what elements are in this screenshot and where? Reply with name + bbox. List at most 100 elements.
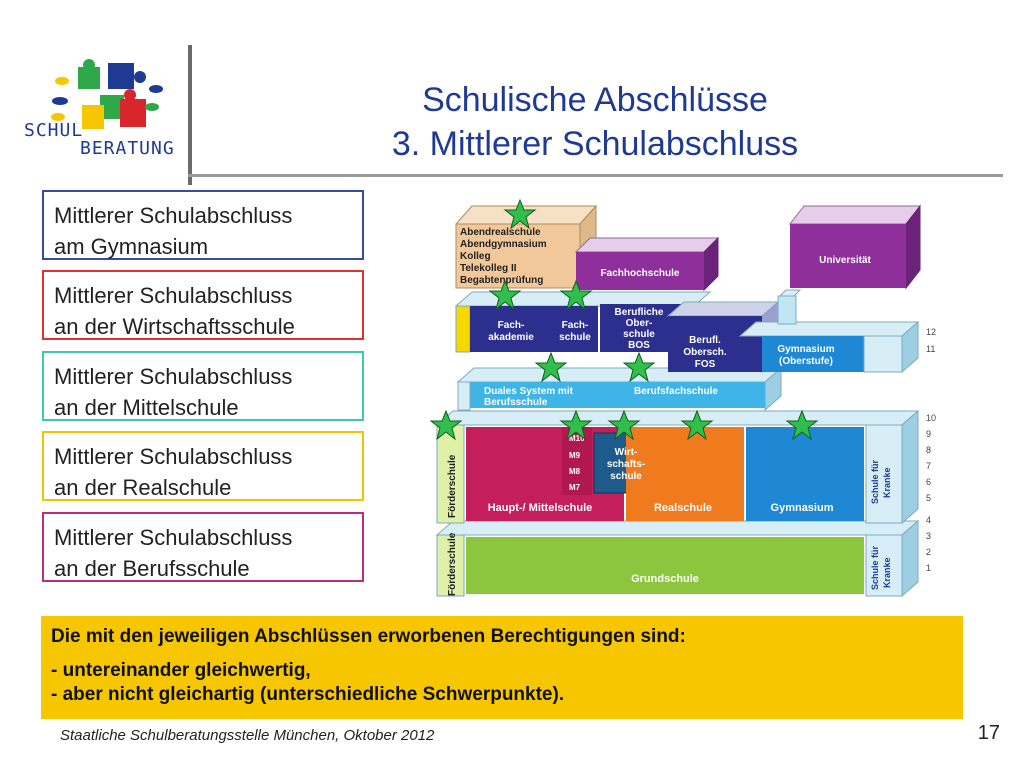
- universitaet-top: [788, 205, 922, 225]
- box-realschule: Mittlerer Schulabschluss an der Realschu…: [42, 431, 364, 501]
- info-note: Die mit den jeweiligen Abschlüssen erwor…: [41, 616, 963, 719]
- box-line-2: an der Wirtschaftsschule: [54, 314, 295, 339]
- fachakademie-label-1: Fach-: [498, 320, 525, 331]
- puzzle-logo-icon: [51, 59, 163, 129]
- foerderschule-lower-label: Förderschule: [447, 532, 458, 596]
- fachakademie-block: [470, 306, 552, 352]
- schule-kranke-lower-label-1: Schule für: [870, 545, 880, 590]
- box-line-1: Mittlerer Schulabschluss: [54, 364, 293, 389]
- box-line-2: an der Realschule: [54, 475, 232, 500]
- universitaet-label: Universität: [819, 255, 871, 266]
- note-line-3: - aber nicht gleichartig (unterschiedlic…: [51, 684, 565, 705]
- grundschule-label: Grundschule: [631, 573, 699, 585]
- gym-oberstufe-block: [762, 336, 864, 372]
- duales-label-2: Berufsschule: [484, 397, 548, 408]
- abend-block: [455, 223, 581, 289]
- grade-9: 9: [926, 429, 931, 439]
- m-level-8: M8: [569, 467, 581, 476]
- duales-edge: [457, 381, 471, 411]
- fos-top: [666, 301, 780, 317]
- bos-label-2: Ober-: [626, 318, 653, 329]
- fachhochschule-label: Fachhochschule: [601, 268, 680, 279]
- box-line-1: Mittlerer Schulabschluss: [54, 444, 293, 469]
- gym-oberstufe-label-1: Gymnasium: [777, 344, 834, 355]
- haupt-mittelschule-label: Haupt-/ Mittelschule: [488, 502, 593, 514]
- grundschule-side: [901, 519, 919, 598]
- box-wirtschaftsschule: Mittlerer Schulabschluss an der Wirtscha…: [42, 270, 364, 340]
- grade-10: 10: [926, 413, 936, 423]
- foerderschule-upper-label: Förderschule: [447, 454, 458, 518]
- fachschule-label-2: schule: [559, 332, 591, 343]
- fos-block: [668, 316, 762, 372]
- page-number: 17: [977, 722, 1000, 744]
- duales-label-1: Duales System mit: [484, 386, 574, 397]
- foerderschule-lower: [436, 534, 465, 597]
- gym-oberstufe-label-2: (Oberstufe): [779, 356, 833, 367]
- logo: [20, 55, 180, 165]
- wirtschaftsschule-label-2: schafts-: [607, 459, 645, 470]
- box-line-2: an der Mittelschule: [54, 395, 239, 420]
- fachhochschule-block: [576, 252, 704, 290]
- gym-oberstufe-top: [738, 321, 920, 337]
- school-system-diagram: Grundschule Förderschule Schule für Kran…: [430, 199, 936, 598]
- title-line-2: 3. Mittlerer Schulabschluss: [391, 125, 799, 163]
- bos-label-4: BOS: [628, 340, 650, 351]
- logo-text-beratung: BERATUNG: [80, 138, 175, 159]
- grundschule-block: [466, 537, 864, 594]
- title-divider-vertical: [188, 45, 192, 185]
- fachakademie-label-2: akademie: [488, 332, 534, 343]
- middle-row-side: [901, 409, 919, 525]
- box-gymnasium: Mittlerer Schulabschluss am Gymnasium: [42, 190, 364, 260]
- box-line-2: an der Berufsschule: [54, 556, 250, 581]
- schule-kranke-upper-label-2: Kranke: [882, 467, 892, 498]
- fos-label-1: Berufl.: [689, 335, 721, 346]
- upper-right-stub-top: [778, 289, 802, 297]
- grade-2: 2: [926, 547, 931, 557]
- fachschule-label-1: Fach-: [562, 320, 589, 331]
- schule-kranke-lower-label-2: Kranke: [882, 557, 892, 588]
- wirtschaftsschule-label-3: schule: [610, 471, 642, 482]
- wirtschaftsschule-label-1: Wirt-: [615, 447, 638, 458]
- bos-label-1: Berufliche: [615, 307, 664, 318]
- fos-label-3: FOS: [695, 359, 716, 370]
- box-line-2: am Gymnasium: [54, 234, 209, 259]
- schule-kranke-upper-label-1: Schule für: [870, 459, 880, 504]
- footer-text: Staatliche Schulberatungsstelle München,…: [60, 727, 435, 744]
- grade-8: 8: [926, 445, 931, 455]
- grade-4: 4: [926, 515, 931, 525]
- grundschule-top: [435, 520, 920, 536]
- logo-text-schul: SCHUL: [24, 120, 84, 141]
- fos-label-2: Obersch.: [683, 347, 727, 358]
- fachhochschule-top: [574, 237, 720, 253]
- box-line-1: Mittlerer Schulabschluss: [54, 203, 293, 228]
- realschule-block: [626, 427, 744, 521]
- grade-6: 6: [926, 477, 931, 487]
- gymnasium-block: [746, 427, 864, 521]
- foerderschule-upper: [436, 424, 465, 524]
- schule-kranke-upper: [865, 424, 903, 524]
- abend-label-3: Kolleg: [460, 251, 491, 262]
- schule-kranke-lower: [865, 534, 903, 597]
- page-title: Schulische Abschlüsse 3. Mittlerer Schul…: [300, 78, 890, 166]
- title-divider-horizontal: [188, 174, 1003, 177]
- note-line-1: Die mit den jeweiligen Abschlüssen erwor…: [51, 626, 686, 647]
- grade-11: 11: [926, 344, 935, 354]
- box-line-1: Mittlerer Schulabschluss: [54, 283, 293, 308]
- upper-right-stub: [777, 295, 797, 325]
- grade-1: 1: [926, 563, 931, 573]
- realschule-label: Realschule: [654, 502, 712, 514]
- grade-12: 12: [926, 327, 936, 337]
- upper-row-edge: [455, 305, 471, 353]
- berufsfachschule-block: [626, 382, 765, 408]
- universitaet-block: [790, 224, 906, 288]
- abend-label-1: Abendrealschule: [460, 227, 541, 238]
- title-line-1: Schulische Abschlüsse: [422, 81, 768, 119]
- m-level-9: M9: [569, 451, 581, 460]
- m-level-10: M10: [569, 434, 585, 443]
- fachschule-block: [552, 306, 598, 352]
- middle-row-top: [435, 410, 920, 426]
- bos-label-3: schule: [623, 329, 655, 340]
- abend-label-2: Abendgymnasium: [460, 239, 547, 250]
- grade-5: 5: [926, 493, 931, 503]
- note-line-2: - untereinander gleichwertig,: [51, 660, 311, 681]
